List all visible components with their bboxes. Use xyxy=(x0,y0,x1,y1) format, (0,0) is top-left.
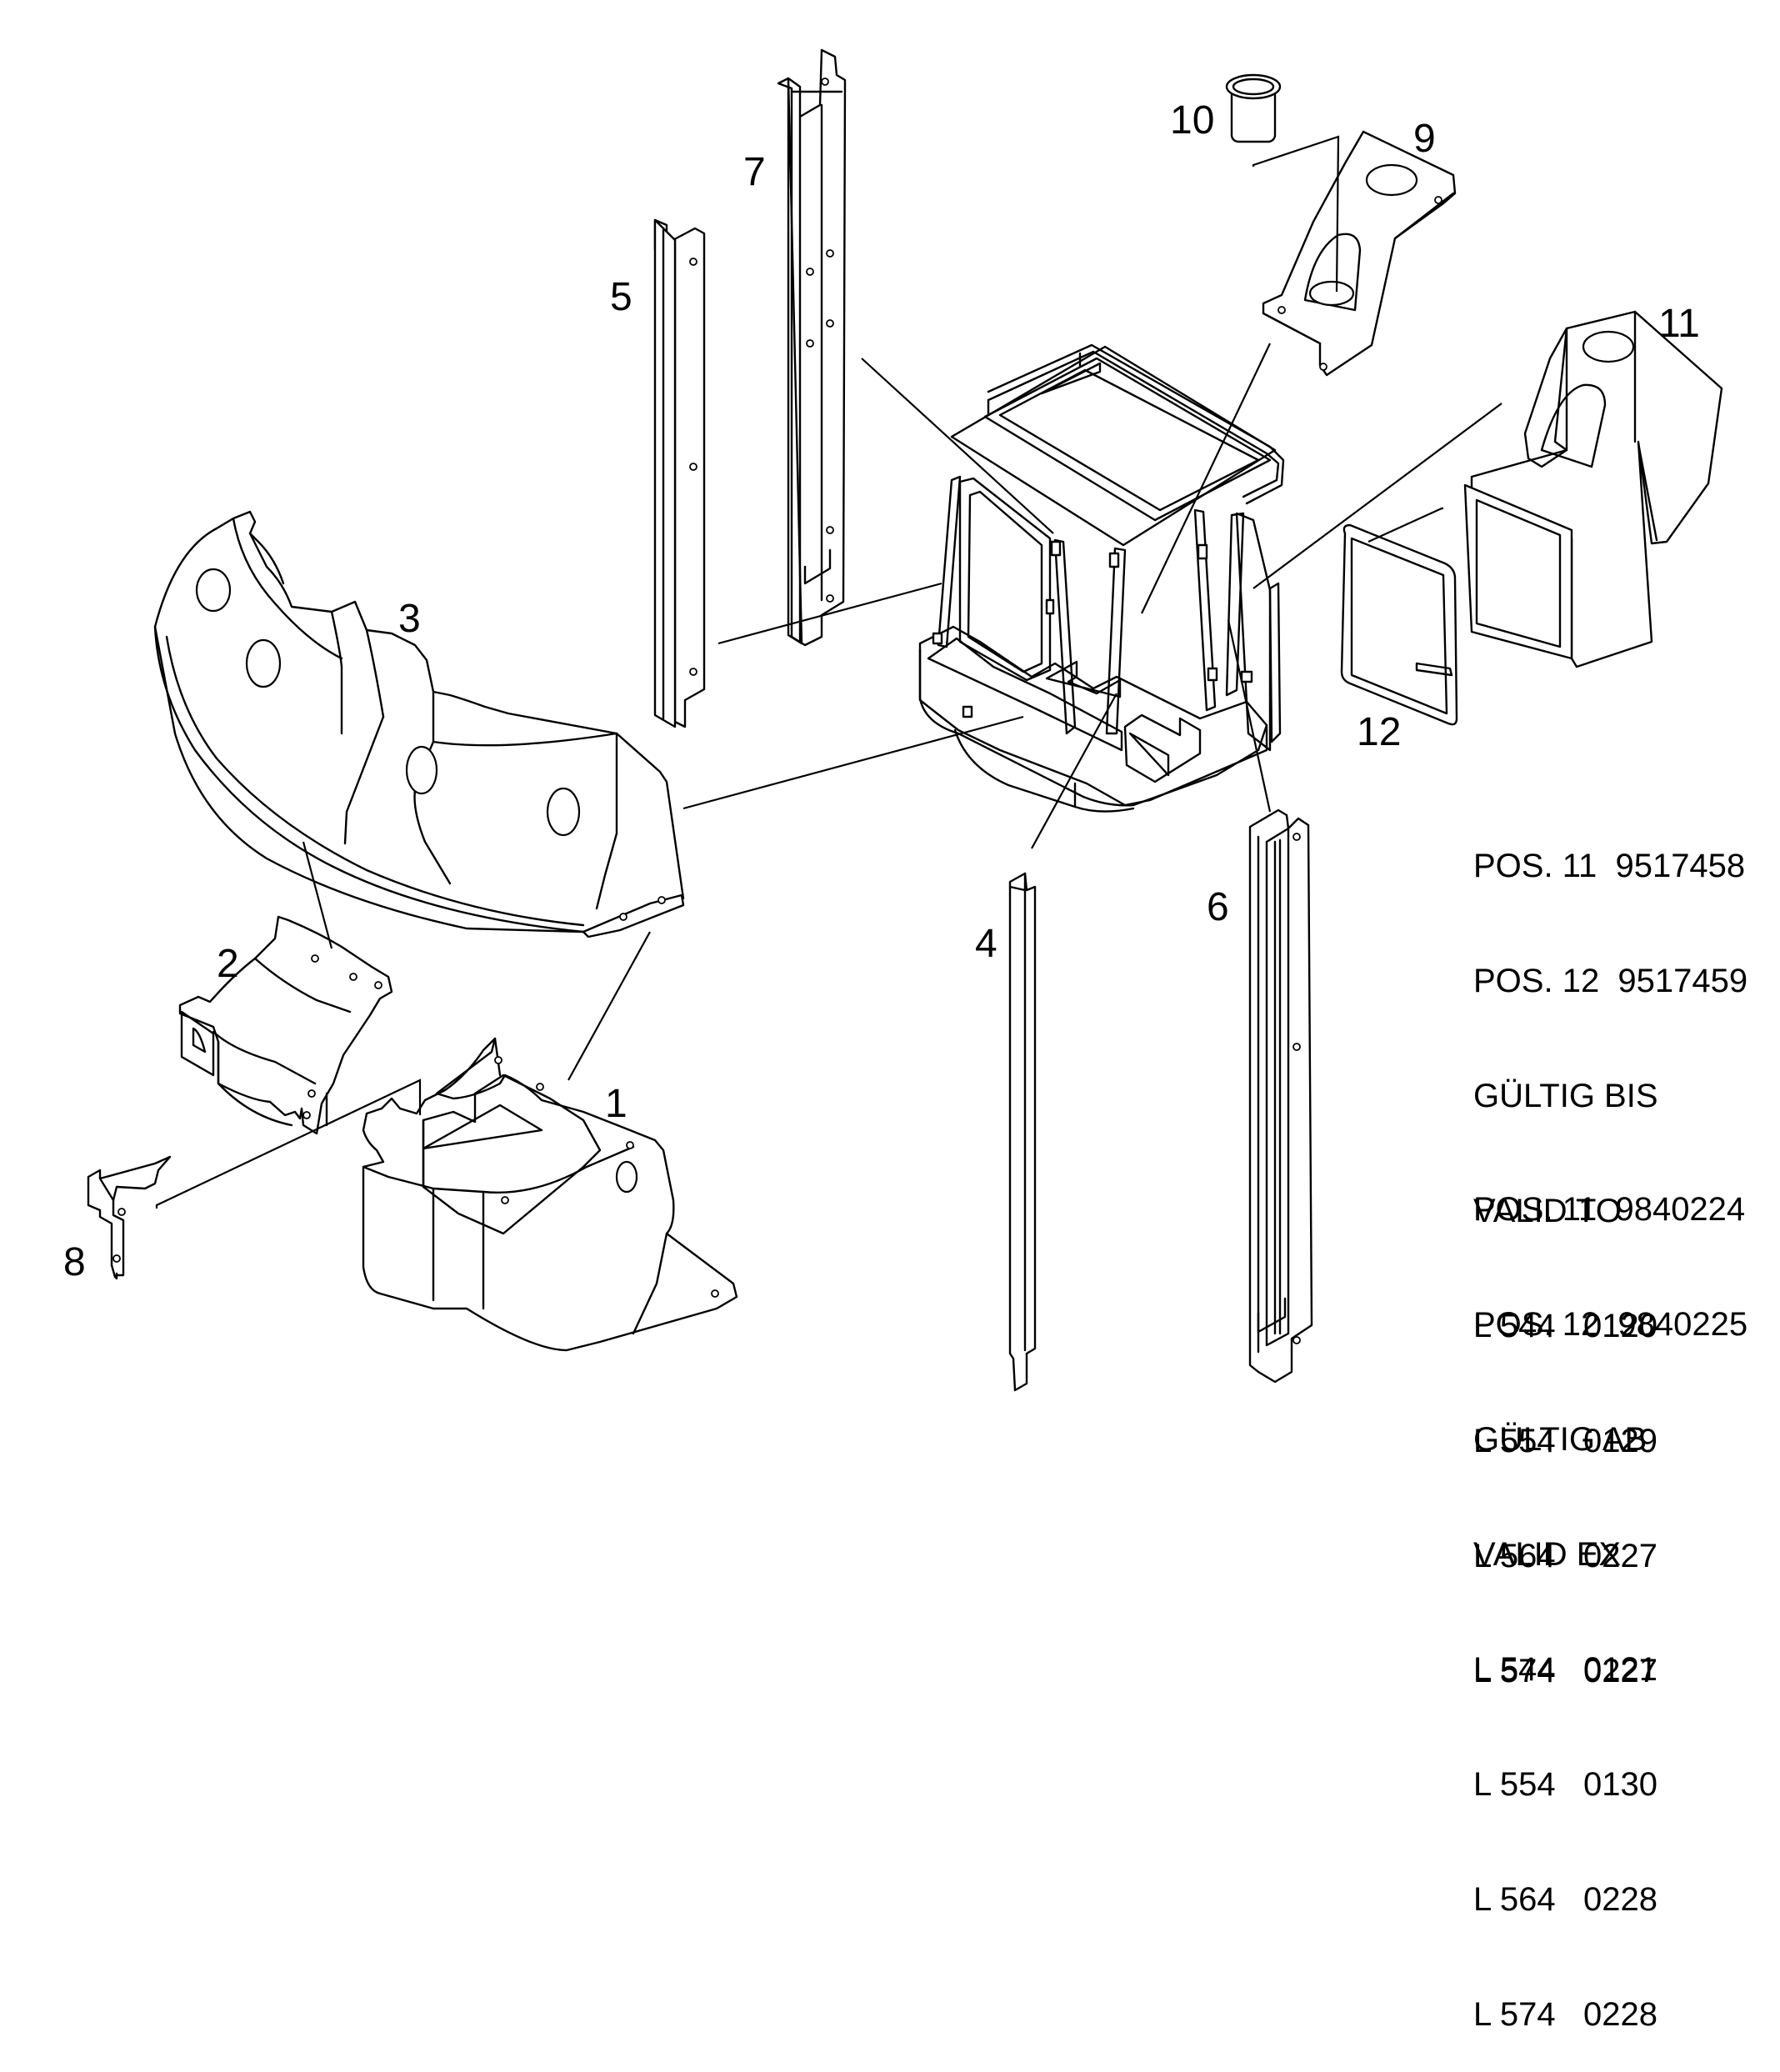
part-6-rail xyxy=(1248,808,1313,1384)
note-line: VALID EX xyxy=(1473,1536,1622,1573)
part-5-rail xyxy=(653,218,706,728)
note-line: L 544 0121 xyxy=(1473,1651,1658,1688)
callout-10: 10 xyxy=(1170,98,1214,143)
part-2-cover xyxy=(178,915,393,1135)
part-7-post xyxy=(777,48,847,647)
part-9-bracket xyxy=(1262,130,1457,377)
part-4-strip xyxy=(1008,872,1037,1392)
note-line: L 554 0130 xyxy=(1473,1766,1658,1803)
callout-6: 6 xyxy=(1207,885,1229,929)
part-12-panel xyxy=(1340,523,1458,726)
callout-1: 1 xyxy=(605,1082,628,1126)
validity-note-ex: POS. 11 9840224 POS. 12 9840225 GÜLTIG A… xyxy=(1473,1114,1748,2072)
note-line: VALID TO xyxy=(1473,1193,1622,1229)
callout-5: 5 xyxy=(610,275,632,319)
part-11-housing xyxy=(1463,310,1723,668)
exploded-parts-diagram: 1 2 3 4 5 6 7 8 9 10 11 12 xyxy=(63,48,1723,1392)
part-10-bushing xyxy=(1225,73,1282,143)
callout-2: 2 xyxy=(217,942,239,986)
note-line: POS. 12 9840225 xyxy=(1473,1306,1748,1343)
callout-4: 4 xyxy=(975,922,998,966)
part-3-console xyxy=(153,510,685,938)
note-line: GÜLTIG BIS xyxy=(1473,1078,1658,1114)
callout-numbers: 1 2 3 4 5 6 7 8 9 10 11 12 xyxy=(63,98,1700,1284)
leader-lines xyxy=(155,135,1502,1209)
note-line: POS. 11 9840224 xyxy=(1473,1191,1746,1228)
part-1-housing xyxy=(362,1037,738,1352)
note-line: POS. 11 9517458 xyxy=(1473,848,1746,884)
note-line: GÜLTIG AB xyxy=(1473,1421,1648,1458)
callout-11: 11 xyxy=(1658,302,1700,346)
note-line: L 544 0120 xyxy=(1473,1308,1658,1344)
callout-12: 12 xyxy=(1357,710,1401,754)
part-8-bracket xyxy=(87,1155,172,1280)
callout-9: 9 xyxy=(1413,117,1436,161)
cab-assembly xyxy=(918,343,1285,813)
callout-3: 3 xyxy=(398,597,421,641)
callout-7: 7 xyxy=(743,150,766,194)
callout-8: 8 xyxy=(63,1240,86,1284)
note-line: POS. 12 9517459 xyxy=(1473,963,1748,999)
note-line: L 574 0228 xyxy=(1473,1996,1658,2033)
note-line: L 564 0228 xyxy=(1473,1881,1658,1918)
